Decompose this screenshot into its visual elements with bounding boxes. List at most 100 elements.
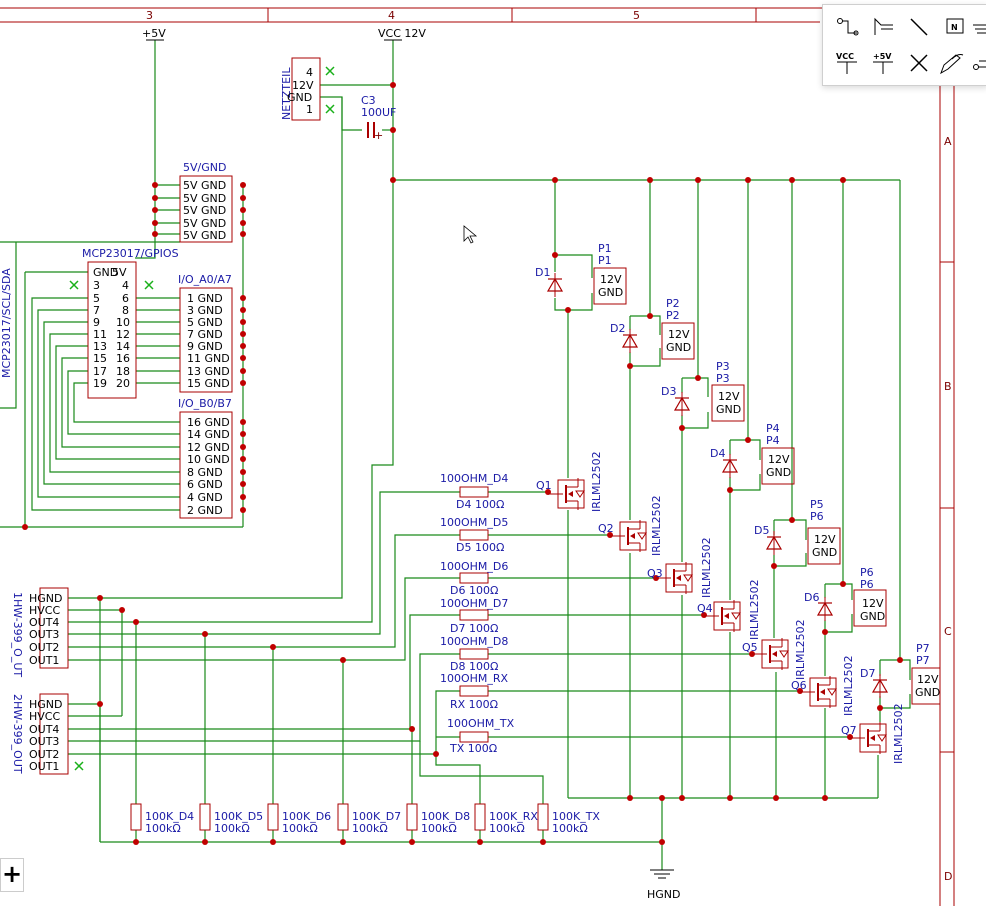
output-pin: 12V [917,673,939,686]
pulldown-name: 100K_D4 [145,810,194,823]
conn1-pin: OUT3 [29,628,59,641]
gate-resistor[interactable]: 100OHM_D4 D4 100Ω [440,472,508,511]
io-a-pin: 3 GND [187,304,223,317]
diode-d5[interactable]: D5 [754,524,782,556]
diode-d6[interactable]: D6 [804,591,833,622]
output-connector-p3[interactable]: P3 P3 12V GND [711,360,745,422]
vcc12v-label: VCC 12V [378,27,426,40]
mosfet-part: IRLML2502 [700,537,713,598]
diode-ref: D3 [661,385,676,398]
gate-resistor[interactable]: 100OHM_TX TX 100Ω [447,717,515,755]
io-b-pin: 4 GND [187,491,223,504]
mcp-left-pin: 9 [93,316,100,329]
pulldown-resistor[interactable]: 100K_D5 100kΩ [199,803,263,835]
output-connector-p5[interactable]: P5 P6 12V GND [807,498,841,565]
net-label-glyph: N [951,23,958,32]
diode-d3[interactable]: D3 [661,385,690,417]
mosfet-q4[interactable]: Q4 IRLML2502 [697,579,761,640]
pulldown-resistor[interactable]: 100K_RX 100kΩ [474,803,538,835]
zoom-in-button[interactable]: + [0,858,24,892]
pen-icon [940,54,964,75]
col-label-3: 3 [146,9,153,22]
pulldown-resistor[interactable]: 100K_D6 100kΩ [267,803,331,835]
conn2-pin: HVCC [29,710,60,723]
io-b-pin: 16 GND [187,416,230,429]
io-a-header[interactable]: I/O_A0/A7 1 GND 3 GND 5 GND 7 GND 9 GND … [178,273,233,393]
draw-tool-button[interactable] [935,47,967,79]
mosfet-q7[interactable]: Q7 IRLML2502 [841,703,905,764]
output-ref: P3 [716,360,730,373]
net-label-icon: N [946,18,964,34]
mosfet-q1[interactable]: Q1 IRLML2502 [536,451,603,512]
gate-resistor[interactable]: 100OHM_D8 D8 100Ω [440,635,508,673]
io-b-pin: 2 GND [187,504,223,517]
output-ref: P6 [860,566,874,579]
gate-resistor[interactable]: 100OHM_D7 D7 100Ω [440,597,508,635]
mcp-title: MCP23017/GPIOS [82,247,179,260]
ground-tool-button[interactable] [971,11,986,43]
diode-ref: D5 [754,524,769,537]
diode-d7[interactable]: D7 [860,667,888,699]
wire-tool-button[interactable] [903,11,935,43]
pulldown-resistor[interactable]: 100K_D4 100kΩ [130,803,194,835]
gate-resistor[interactable]: 100OHM_D5 D5 100Ω [440,516,508,554]
no-connect-tool-button[interactable] [903,47,935,79]
mosfet-q6[interactable]: Q6 IRLML2502 [791,655,855,716]
gate-resistor[interactable]: 100OHM_D6 D6 100Ω [440,560,508,597]
pulldown-value: 100kΩ [145,822,181,835]
row-label-a: A [944,135,952,148]
gate-resistor-value: D8 100Ω [450,660,498,673]
net-tool-button[interactable] [831,11,863,43]
header-5v-pin: 5V GND [183,192,226,205]
diode-d1[interactable]: D1 [535,266,563,298]
conn1-side-label: 1HW-399_O_UT [11,592,24,677]
output-connector-p2[interactable]: P2 P2 12V GND [661,297,695,360]
mosfet-q2[interactable]: Q2 IRLML2502 [598,495,663,556]
io-b-header[interactable]: I/O_B0/B7 16 GND 14 GND 12 GND 10 GND 8 … [178,397,233,519]
pulldown-resistor[interactable]: 100K_D7 100kΩ [337,803,401,835]
net-label-tool-button[interactable]: N [939,11,971,43]
header-5v-gnd[interactable]: 5V/GND 5V GND 5V GND 5V GND 5V GND 5V GN… [179,161,233,243]
output-connector-p4[interactable]: P4 P4 12V GND [761,422,795,485]
output-ref: P4 [766,422,780,435]
plus5v-tool-button[interactable]: +5V [867,47,899,79]
io-a-pin: 1 GND [187,292,223,305]
mcp-left-pin: 7 [93,304,100,317]
pin-tool-button[interactable] [971,47,986,79]
header-5v-pin: 5V GND [183,229,226,242]
output-pin: GND [860,610,885,623]
pulldown-resistor[interactable]: 100K_D8 100kΩ [406,803,470,835]
bus-entry-tool-button[interactable] [867,11,899,43]
connector-hw399-2[interactable]: 2HW-399_OUT HGND HVCC OUT4 OUT3 OUT2 OUT… [11,693,69,775]
mcp-header[interactable]: MCP23017/GPIOS MCP23017/SCL/SDA GND 5V 3… [0,247,179,399]
connector-hw399-1[interactable]: 1HW-399_O_UT HGND HVCC OUT4 OUT3 OUT2 OU… [11,587,69,677]
output-connector-p1[interactable]: P1 P1 12V GND [593,242,627,305]
gate-resistor[interactable]: 100OHM_RX RX 100Ω [440,672,509,711]
mosfet-ref: Q6 [791,679,807,692]
vcc-tool-button[interactable]: VCC [831,47,863,79]
gate-resistor-name: 100OHM_RX [440,672,509,685]
output-value: P1 [598,254,612,267]
gate-resistor-name: 100OHM_D7 [440,597,508,610]
pulldown-resistor[interactable]: 100K_TX 100kΩ [537,803,600,835]
diode-ref: D2 [610,322,625,335]
gate-resistor-value: RX 100Ω [450,698,498,711]
output-pin: GND [598,286,623,299]
diode-d2[interactable]: D2 [610,322,638,354]
diode-ref: D1 [535,266,550,279]
frame-border [0,7,986,906]
output-connector-p7[interactable]: P7 P7 12V GND [911,642,941,705]
netzteil-connector[interactable]: NETZTEIL 4 12V GND 1 [280,57,321,121]
output-connector-p6[interactable]: P6 P6 12V GND [853,566,887,627]
mosfet-q5[interactable]: Q5 IRLML2502 [742,619,807,680]
mosfet-q3[interactable]: Q3 IRLML2502 [647,537,713,598]
diode-d4[interactable]: D4 [710,447,738,479]
output-pin: GND [915,686,940,699]
conn1-pin: HGND [29,592,63,605]
output-ref: P1 [598,242,612,255]
output-pin: GND [716,403,741,416]
gate-resistor-value: D5 100Ω [456,541,504,554]
capacitor-c3[interactable]: C3 100UF + [361,94,396,142]
row-label-c: C [944,625,952,638]
